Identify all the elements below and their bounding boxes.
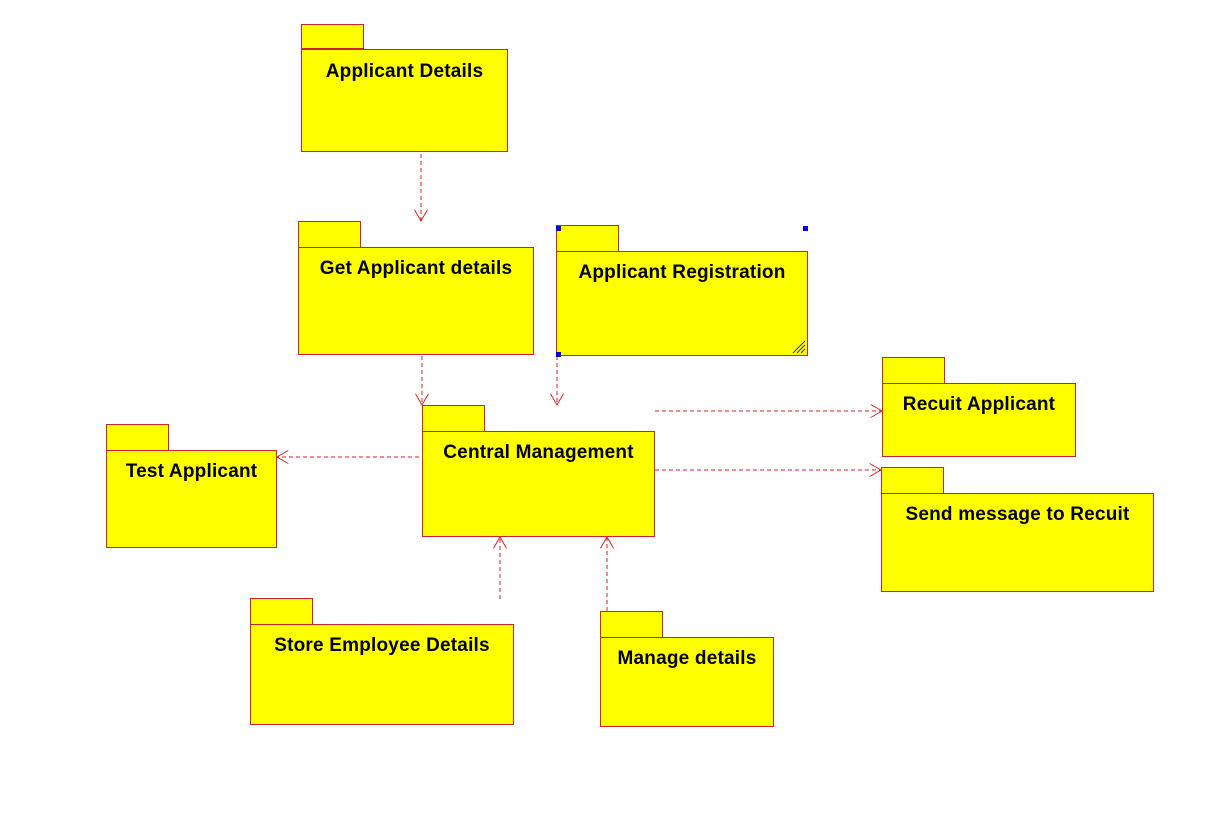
package-get-applicant-details[interactable]: Get Applicant details (298, 221, 534, 355)
package-label: Test Applicant (125, 461, 258, 482)
package-tab (881, 467, 944, 494)
package-tab (298, 221, 361, 248)
package-label: Get Applicant details (319, 258, 513, 279)
arrowhead-icon (550, 393, 564, 407)
package-applicant-registration[interactable]: Applicant Registration (556, 225, 808, 356)
package-label: Manage details (617, 648, 757, 669)
dependency-arrow-store-employee-details-to-central-management[interactable] (493, 536, 507, 599)
package-tab (600, 611, 663, 638)
selection-handle[interactable] (556, 226, 561, 231)
package-body (298, 247, 534, 355)
arrowhead-icon (493, 536, 507, 549)
package-label: Central Management (443, 442, 634, 463)
package-body (600, 637, 774, 727)
package-body (556, 251, 808, 356)
package-body (106, 450, 277, 548)
dependency-arrow-applicant-registration-to-central-management[interactable] (550, 356, 564, 407)
dependency-arrow-central-management-to-recuit-applicant[interactable] (655, 404, 883, 418)
package-label: Applicant Registration (578, 262, 786, 283)
package-label: Send message to Recuit (905, 504, 1130, 525)
package-body (250, 624, 514, 725)
package-test-applicant[interactable]: Test Applicant (106, 424, 277, 548)
package-body (881, 493, 1154, 592)
package-applicant-details[interactable]: Applicant Details (301, 24, 508, 152)
arrowhead-icon (414, 209, 428, 223)
dependency-arrow-applicant-details-to-get-applicant-details[interactable] (414, 154, 428, 223)
package-body (301, 49, 508, 152)
selection-handle[interactable] (803, 226, 808, 231)
selection-handle[interactable] (556, 352, 561, 357)
package-label: Store Employee Details (274, 635, 490, 656)
dependency-arrow-get-applicant-details-to-central-management[interactable] (415, 356, 429, 407)
package-label: Applicant Details (325, 61, 484, 82)
dependency-arrow-manage-details-to-central-management[interactable] (600, 536, 614, 611)
package-label: Recuit Applicant (902, 394, 1056, 415)
resize-grip-icon[interactable] (792, 340, 806, 354)
dependency-arrow-central-management-to-send-message[interactable] (655, 463, 882, 477)
package-body (422, 431, 655, 537)
package-central-management[interactable]: Central Management (422, 405, 655, 537)
package-recuit-applicant[interactable]: Recuit Applicant (882, 357, 1076, 457)
package-tab (422, 405, 485, 432)
package-tab (106, 424, 169, 451)
package-manage-details[interactable]: Manage details (600, 611, 774, 727)
arrowhead-icon (600, 536, 614, 549)
dependency-arrow-central-management-to-test-applicant[interactable] (275, 450, 419, 464)
package-body (882, 383, 1076, 457)
package-send-message-to-recuit[interactable]: Send message to Recuit (881, 467, 1154, 592)
package-store-employee-details[interactable]: Store Employee Details (250, 598, 514, 725)
package-tab (882, 357, 945, 384)
package-tab (250, 598, 313, 625)
package-tab (301, 24, 364, 49)
arrowhead-icon (275, 450, 289, 464)
package-tab (556, 225, 619, 252)
